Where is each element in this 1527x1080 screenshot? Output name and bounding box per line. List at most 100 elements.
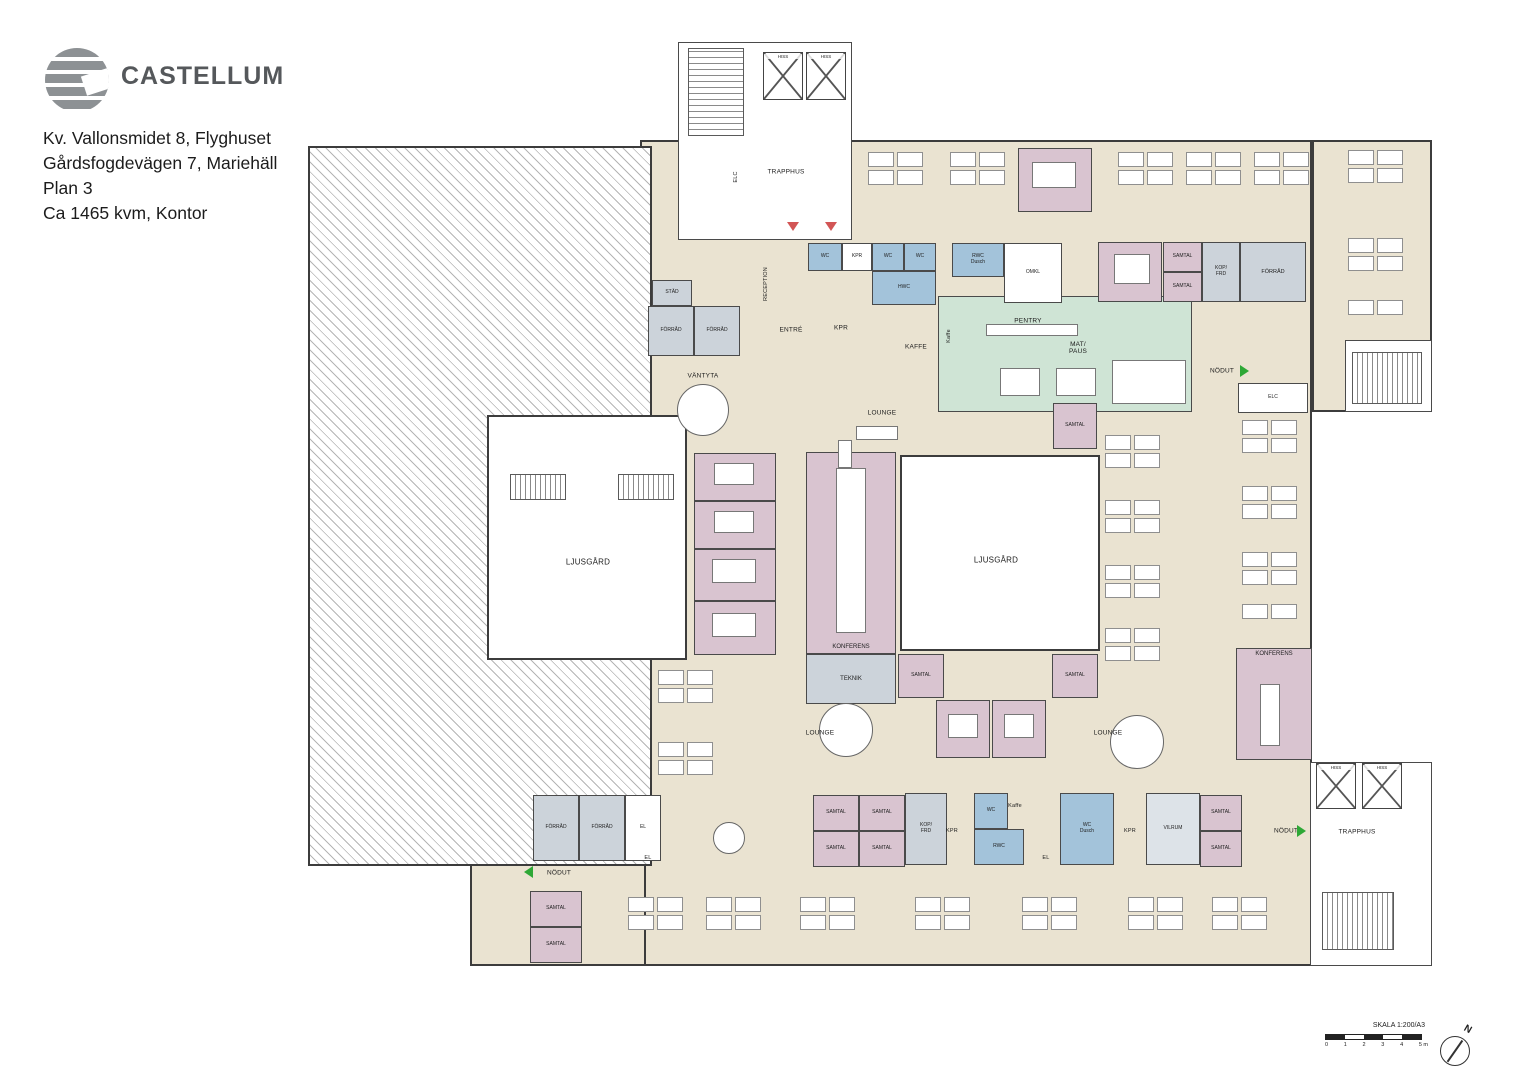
room-samtal: SAMTAL — [1052, 654, 1098, 698]
room-label: RWC — [993, 843, 1005, 850]
room-teknik: TEKNIK — [806, 654, 896, 704]
room-forrad: FÖRRÅD — [533, 795, 579, 861]
room-stad: STÄD — [652, 280, 692, 306]
room-forrad: FÖRRÅD — [694, 306, 740, 356]
room-label: SAMTAL — [872, 845, 892, 852]
label-pentry: PENTRY — [1014, 317, 1042, 325]
desk-workstation — [944, 897, 970, 912]
desk-workstation — [1377, 168, 1403, 183]
furniture-table — [838, 440, 852, 468]
room-samtal: SAMTAL — [530, 927, 582, 963]
label-kaffe: Kaffe — [946, 329, 952, 343]
entrance-arrow — [787, 222, 799, 231]
elevator-hiss: HISS — [806, 52, 846, 100]
desk-workstation — [1134, 646, 1160, 661]
room-label: SAMTAL — [826, 845, 846, 852]
desk-workstation — [1105, 628, 1131, 643]
desk-workstation — [1118, 170, 1144, 185]
desk-workstation — [1186, 152, 1212, 167]
desk-workstation — [1348, 238, 1374, 253]
room-samtal: SAMTAL — [1163, 242, 1202, 272]
desk-workstation — [1215, 152, 1241, 167]
desk-workstation — [687, 760, 713, 775]
desk-workstation — [1348, 168, 1374, 183]
desk-workstation — [1271, 552, 1297, 567]
desk-workstation — [1242, 438, 1268, 453]
desk-workstation — [1157, 915, 1183, 930]
desk-workstation — [829, 897, 855, 912]
desk-workstation — [1242, 552, 1268, 567]
desk-workstation — [868, 170, 894, 185]
furniture-table — [1032, 162, 1076, 188]
room-label: WC — [986, 807, 996, 814]
brand-text: CASTELLUM — [121, 62, 285, 90]
scale-bar — [1325, 1034, 1422, 1040]
desk-workstation — [706, 915, 732, 930]
room-rwc-dusch: RWC Dusch — [952, 243, 1004, 277]
furniture-table — [948, 714, 978, 738]
room-label: SAMTAL — [1211, 845, 1231, 852]
furniture-table — [1112, 360, 1186, 404]
room-label: SAMTAL — [1211, 809, 1231, 816]
desk-workstation — [800, 897, 826, 912]
label-kpr: KPR — [946, 828, 958, 834]
room-samtal: SAMTAL — [859, 795, 905, 831]
desk-workstation — [1271, 486, 1297, 501]
room-label: KONFERENS — [1255, 651, 1293, 657]
label-lounge: LOUNGE — [805, 729, 835, 737]
address-line-2: Gårdsfogdevägen 7, Mariehäll — [43, 153, 278, 173]
desk-workstation — [1254, 170, 1280, 185]
label-lounge: LOUNGE — [1093, 729, 1123, 737]
desk-workstation — [1022, 897, 1048, 912]
scale-tick-label: 5 m — [1418, 1042, 1428, 1048]
desk-workstation — [1377, 300, 1403, 315]
stairs-icon — [510, 474, 566, 500]
furniture-table — [1056, 368, 1096, 396]
elevator-hiss: HISS — [1362, 763, 1402, 809]
desk-workstation — [950, 152, 976, 167]
round-table — [819, 703, 873, 757]
label-kpr: KPR — [1124, 828, 1136, 834]
desk-workstation — [1241, 897, 1267, 912]
desk-workstation — [829, 915, 855, 930]
desk-workstation — [897, 152, 923, 167]
desk-workstation — [1134, 453, 1160, 468]
desk-workstation — [628, 915, 654, 930]
room-label: SAMTAL — [826, 809, 846, 816]
room-label: SAMTAL — [546, 941, 566, 948]
room-label: EL — [639, 824, 647, 831]
desk-workstation — [1377, 256, 1403, 271]
desk-workstation — [658, 688, 684, 703]
furniture-table — [714, 511, 754, 533]
castellum-logo-icon — [45, 48, 109, 112]
desk-workstation — [897, 170, 923, 185]
room-label: WC — [820, 253, 830, 260]
room-samtal: SAMTAL — [1200, 831, 1242, 867]
room-label: KOP/ FRD — [920, 822, 932, 834]
room-samtal: SAMTAL — [813, 795, 859, 831]
emergency-exit-arrow — [1240, 365, 1249, 377]
desk-workstation — [1134, 518, 1160, 533]
elevator-hiss: HISS — [1316, 763, 1356, 809]
desk-workstation — [1283, 170, 1309, 185]
room-samtal: SAMTAL — [1200, 795, 1242, 831]
desk-workstation — [1271, 420, 1297, 435]
room-label: SAMTAL — [1065, 672, 1085, 679]
entrance-arrow — [825, 222, 837, 231]
room-label: ELC — [1268, 394, 1278, 401]
room-label: VILRUM — [1163, 825, 1183, 832]
desk-workstation — [915, 897, 941, 912]
desk-workstation — [1105, 453, 1131, 468]
furniture-table — [986, 324, 1078, 336]
room-samtal: SAMTAL — [813, 831, 859, 867]
round-table — [677, 384, 729, 436]
desk-workstation — [657, 897, 683, 912]
desk-workstation — [1271, 570, 1297, 585]
room-wc: WC — [808, 243, 842, 271]
courtyard-ljusgard — [487, 415, 687, 660]
scale-segment — [1326, 1035, 1345, 1039]
desk-workstation — [1271, 604, 1297, 619]
desk-workstation — [1051, 915, 1077, 930]
